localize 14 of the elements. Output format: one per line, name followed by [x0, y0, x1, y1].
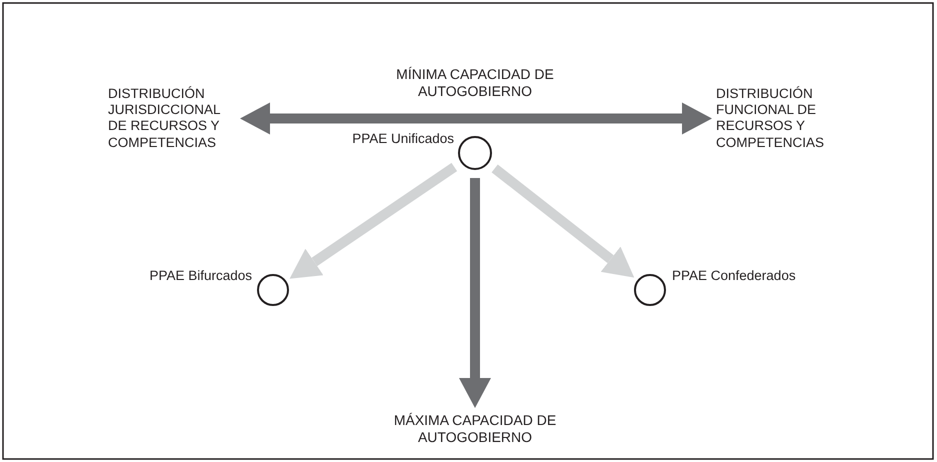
circle-marker [257, 274, 289, 306]
axis-label: DISTRIBUCIÓN FUNCIONAL DE RECURSOS Y COMPETENCIAS [716, 86, 840, 151]
arrow [492, 164, 634, 278]
type-label: PPAE Bifurcados [149, 268, 252, 284]
arrow [459, 178, 491, 408]
axis-label: MÍNIMA CAPACIDAD DE AUTOGOBIERNO [395, 66, 555, 100]
axis-label: MÁXIMA CAPACIDAD DE AUTOGOBIERNO [345, 412, 605, 446]
circle-marker [634, 274, 666, 306]
arrow [240, 102, 712, 134]
type-label: PPAE Confederados [672, 268, 796, 284]
type-label: PPAE Unificados [352, 131, 454, 148]
axis-label: DISTRIBUCIÓN JURISDICCIONAL DE RECURSOS Y COMPETENCIAS [108, 86, 232, 151]
arrow [290, 162, 458, 279]
circle-marker [458, 136, 492, 170]
